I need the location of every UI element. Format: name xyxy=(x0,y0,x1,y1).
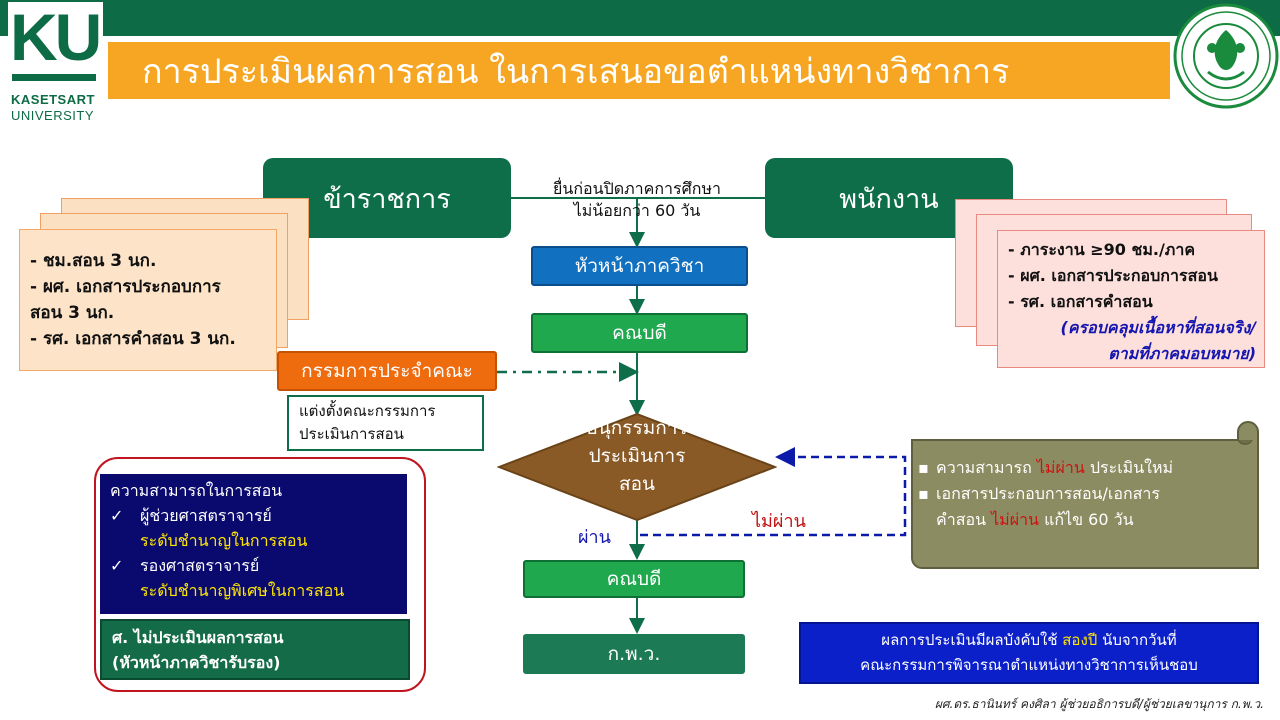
civil-servant-requirements: - ชม.สอน 3 นก. - ผศ. เอกสารประกอบการ สอน… xyxy=(19,229,277,371)
ability-item: ✓ รองศาสตราจารย์ xyxy=(110,553,397,578)
ability-heading: ความสามารถในการสอน xyxy=(110,481,283,500)
list-item: - ชม.สอน 3 นก. xyxy=(30,251,157,271)
submit-note-line2: ไม่น้อยกว่า 60 วัน xyxy=(573,201,701,220)
appoint-committee-note: แต่งตั้งคณะกรรมการ ประเมินการสอน xyxy=(287,395,484,451)
dean-final-box: คณบดี xyxy=(523,560,745,598)
list-item: สอน 3 นก. xyxy=(30,303,115,323)
logo-line2: UNIVERSITY xyxy=(11,108,95,123)
fail-bullet-red: ไม่ผ่าน xyxy=(991,510,1039,529)
subcommittee-label: อนุกรรมการ ประเมินการ สอน xyxy=(560,414,714,498)
fail-bullet-red: ไม่ผ่าน xyxy=(1036,458,1085,477)
logo-line1: KASETSART xyxy=(11,92,95,107)
professor-note-box: ศ. ไม่ประเมินผลการสอน (หัวหน้าภาควิชารับ… xyxy=(100,619,410,680)
result-text: ผลการประเมินมีผลบังคับใช้ xyxy=(881,631,1063,649)
bullet-icon: ▪ xyxy=(918,484,929,503)
ability-item-title: รองศาสตราจารย์ xyxy=(140,556,260,575)
fail-actions: ▪ ความสามารถ ไม่ผ่าน ประเมินใหม่ ▪ เอกสารป… xyxy=(918,455,1252,533)
kpw-box: ก.พ.ว. xyxy=(523,634,745,674)
result-text: นับจากวันที่ xyxy=(1097,631,1177,649)
fail-bullet-text: ประเมินใหม่ xyxy=(1084,458,1174,477)
result-validity-note: ผลการประเมินมีผลบังคับใช้ สองปี นับจากวั… xyxy=(799,622,1259,684)
submit-note-line1: ยื่นก่อนปิดภาคการศึกษา xyxy=(553,179,721,198)
fail-label: ไม่ผ่าน xyxy=(752,511,806,532)
subcommittee-line2: ประเมินการ xyxy=(588,445,686,467)
fail-bullet-text: คำสอน xyxy=(936,510,992,529)
result-highlight: สองปี xyxy=(1062,631,1098,649)
list-item: - รศ. เอกสารคำสอน xyxy=(1008,292,1153,311)
fail-bullet-text: ความสามารถ xyxy=(936,458,1037,477)
professor-line1: ศ. ไม่ประเมินผลการสอน xyxy=(112,628,284,647)
employee-requirements: - ภาระงาน ≥90 ชม./ภาค - ผศ. เอกสารประกอบ… xyxy=(997,230,1265,368)
professor-line2: (หัวหน้าภาควิชารับรอง) xyxy=(112,653,281,672)
author-credit: ผศ.ดร.ธานินทร์ คงศิลา ผู้ช่วยอธิการบดี/ผ… xyxy=(934,697,1264,711)
appoint-line2: ประเมินการสอน xyxy=(299,425,404,443)
fail-bullet-text: เอกสารประกอบการสอน/เอกสาร xyxy=(936,484,1160,503)
dept-head-label: หัวหน้าภาควิชา xyxy=(574,255,705,277)
dean-label: คณบดี xyxy=(612,322,667,344)
dean-final-label: คณบดี xyxy=(606,568,662,590)
fail-bullet-text: แก้ไข 60 วัน xyxy=(1038,510,1134,529)
ability-item: ✓ ผู้ช่วยศาสตราจารย์ xyxy=(110,503,397,528)
ability-item-level: ระดับชำนาญในการสอน xyxy=(140,531,308,550)
check-icon: ✓ xyxy=(110,506,124,525)
employee-note-line2: ตามที่ภาคมอบหมาย) xyxy=(1108,344,1256,363)
fail-bullet: ▪ ความสามารถ ไม่ผ่าน ประเมินใหม่ xyxy=(918,455,1252,481)
appoint-line1: แต่งตั้งคณะกรรมการ xyxy=(299,402,436,420)
list-item: - ภาระงาน ≥90 ชม./ภาค xyxy=(1008,240,1196,259)
result-line2: คณะกรรมการพิจารณาตำแหน่งทางวิชาการเห็นชอ… xyxy=(860,656,1198,674)
ability-frame xyxy=(94,457,426,692)
header-bar xyxy=(0,0,1280,36)
ability-item-level: ระดับชำนาญพิเศษในการสอน xyxy=(140,581,345,600)
employee-label: พนักงาน xyxy=(839,183,939,215)
dean-box: คณบดี xyxy=(531,313,748,353)
subcommittee-line1: อนุกรรมการ xyxy=(586,417,688,439)
check-icon: ✓ xyxy=(110,556,124,575)
pass-label: ผ่าน xyxy=(578,527,611,548)
employee-note-line1: (ครอบคลุมเนื้อหาที่สอนจริง/ xyxy=(1060,318,1256,337)
subcommittee-diamond xyxy=(497,412,777,522)
list-item: - ผศ. เอกสารประกอบการ xyxy=(30,277,221,297)
fail-scroll-panel xyxy=(911,421,1259,569)
dept-head-box: หัวหน้าภาควิชา xyxy=(531,246,748,286)
civil-servant-label: ข้าราชการ xyxy=(323,183,451,215)
list-item: - ผศ. เอกสารประกอบการสอน xyxy=(1008,266,1218,285)
result-line1: ผลการประเมินมีผลบังคับใช้ สองปี นับจากวั… xyxy=(801,628,1257,653)
fail-bullet-continuation: คำสอน ไม่ผ่าน แก้ไข 60 วัน xyxy=(918,507,1252,533)
logo-rule xyxy=(12,74,96,81)
page-title: การประเมินผลการสอน ในการเสนอขอตำแหน่งทาง… xyxy=(108,42,1170,99)
ability-item-title: ผู้ช่วยศาสตราจารย์ xyxy=(140,506,272,525)
faculty-committee-box: กรรมการประจำคณะ xyxy=(277,351,497,391)
faculty-committee-label: กรรมการประจำคณะ xyxy=(301,360,473,382)
bullet-icon: ▪ xyxy=(918,458,929,477)
university-seal-icon xyxy=(1172,2,1280,110)
ku-logo: KU KASETSART UNIVERSITY xyxy=(8,0,103,123)
teaching-ability-panel: ความสามารถในการสอน ✓ ผู้ช่วยศาสตราจารย์ … xyxy=(100,474,407,614)
submit-deadline-note: ยื่นก่อนปิดภาคการศึกษา ไม่น้อยกว่า 60 วั… xyxy=(514,178,760,222)
subcommittee-line3: สอน xyxy=(619,473,655,495)
kpw-label: ก.พ.ว. xyxy=(607,643,661,665)
logo-letters: KU xyxy=(10,0,102,74)
list-item: - รศ. เอกสารคำสอน 3 นก. xyxy=(30,329,236,349)
fail-bullet: ▪ เอกสารประกอบการสอน/เอกสาร xyxy=(918,481,1252,507)
